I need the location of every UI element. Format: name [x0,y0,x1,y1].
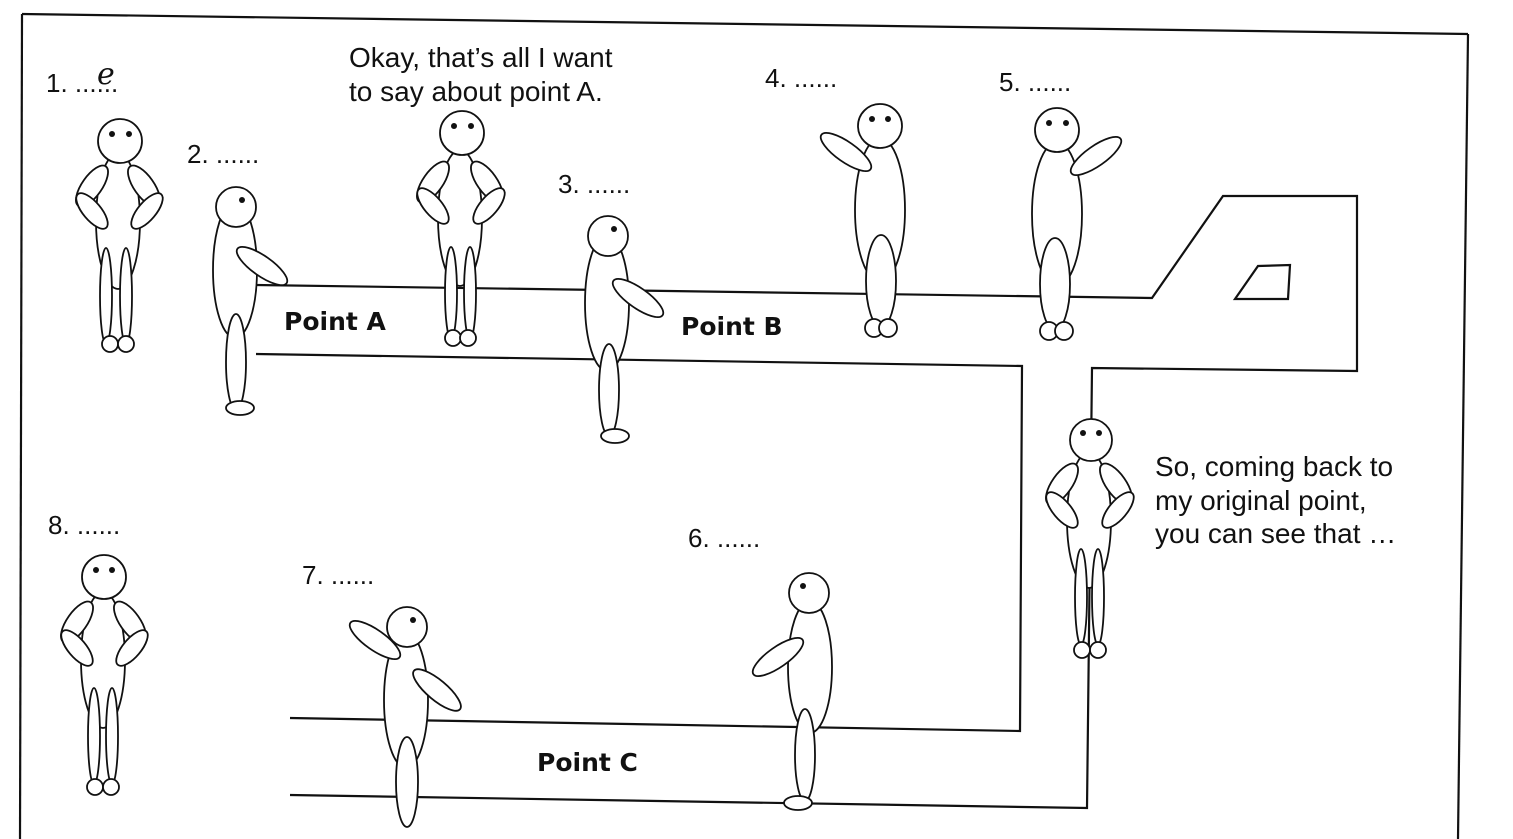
label-5: 5. ...... [999,67,1071,97]
figure-6 [751,572,833,811]
label-1: 1. ...... [46,68,118,98]
label-8: 8. ...... [48,510,120,540]
speech-top-line-2: to say about point A. [349,76,603,107]
answer-1: e [97,57,115,92]
figure-3 [584,215,665,444]
page-border [18,12,1470,839]
point-a-label: Point A [284,307,387,336]
figure-2 [212,186,289,416]
figure-1 [75,118,164,353]
figure-4 [819,103,906,338]
speech-right-line-2: my original point, [1155,485,1367,516]
figure-8 [60,554,149,796]
label-2: 2. ...... [187,139,259,169]
figure-5 [1031,107,1123,341]
figure-7 [348,606,462,828]
point-c-label: Point C [537,748,638,777]
figure-speaker-top [416,110,506,347]
building-icon [1232,263,1292,301]
label-7: 7. ...... [302,560,374,590]
speech-right-line-3: you can see that … [1155,518,1396,549]
label-4: 4. ...... [765,63,837,93]
figure-speaker-right [1045,418,1135,659]
label-3: 3. ...... [558,169,630,199]
speech-right-line-1: So, coming back to [1155,451,1393,482]
label-6: 6. ...... [688,523,760,553]
point-b-label: Point B [681,312,783,341]
road-network [255,194,1359,810]
speech-top-line-1: Okay, that’s all I want [349,42,613,73]
